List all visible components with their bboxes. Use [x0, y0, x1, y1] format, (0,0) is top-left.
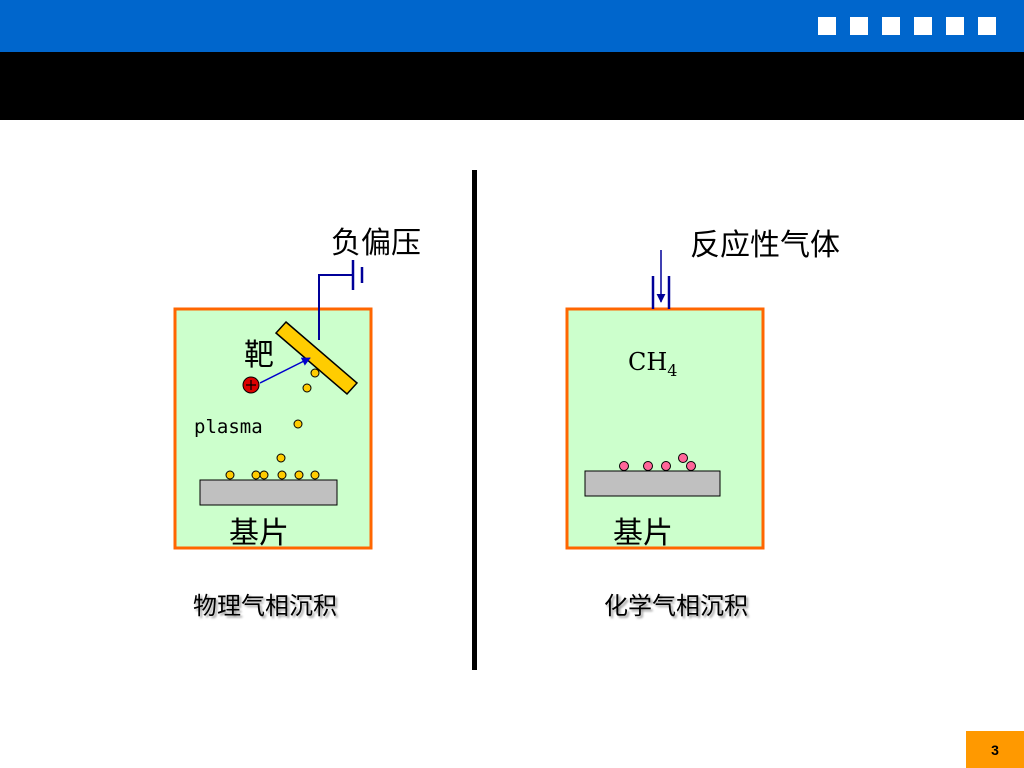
particle	[661, 461, 671, 471]
ion-path-arrow	[259, 357, 311, 384]
cvd-chamber	[565, 307, 765, 550]
square-icon	[850, 17, 868, 35]
square-icon	[818, 17, 836, 35]
particle	[276, 453, 286, 463]
target-plate	[274, 320, 359, 396]
formula-main: CH	[628, 348, 668, 376]
target-label: 靶	[244, 338, 274, 373]
title-bar	[0, 52, 1024, 120]
particle	[310, 368, 320, 378]
particle	[294, 470, 304, 480]
particle	[310, 470, 320, 480]
formula-subscript: 4	[667, 360, 678, 380]
pvd-substrate-label: 基片	[229, 516, 289, 551]
particle	[259, 470, 269, 480]
sputtered-particles	[225, 368, 320, 480]
center-divider	[472, 170, 477, 670]
particle	[293, 419, 303, 429]
particle	[277, 470, 287, 480]
particle	[678, 453, 688, 463]
plasma-label: plasma	[194, 416, 263, 438]
page-number: 3	[966, 731, 1024, 768]
particle	[302, 383, 312, 393]
square-icon	[914, 17, 932, 35]
pvd-caption: 物理气相沉积	[193, 592, 337, 620]
cvd-substrate-label: 基片	[613, 516, 673, 551]
particle	[643, 461, 653, 471]
header-squares	[818, 17, 996, 35]
cvd-caption: 化学气相沉积	[604, 592, 748, 620]
particle	[619, 461, 629, 471]
pvd-chamber	[173, 307, 373, 550]
gas-label: 反应性气体	[690, 228, 840, 263]
particle	[251, 470, 261, 480]
square-icon	[882, 17, 900, 35]
square-icon	[946, 17, 964, 35]
particle	[686, 461, 696, 471]
pvd-substrate	[199, 479, 338, 506]
square-icon	[978, 17, 996, 35]
cvd-substrate	[584, 470, 721, 497]
bias-label: 负偏压	[331, 226, 421, 261]
particle	[225, 470, 235, 480]
methane-formula: CH4	[628, 348, 677, 380]
bias-wire	[318, 274, 353, 340]
